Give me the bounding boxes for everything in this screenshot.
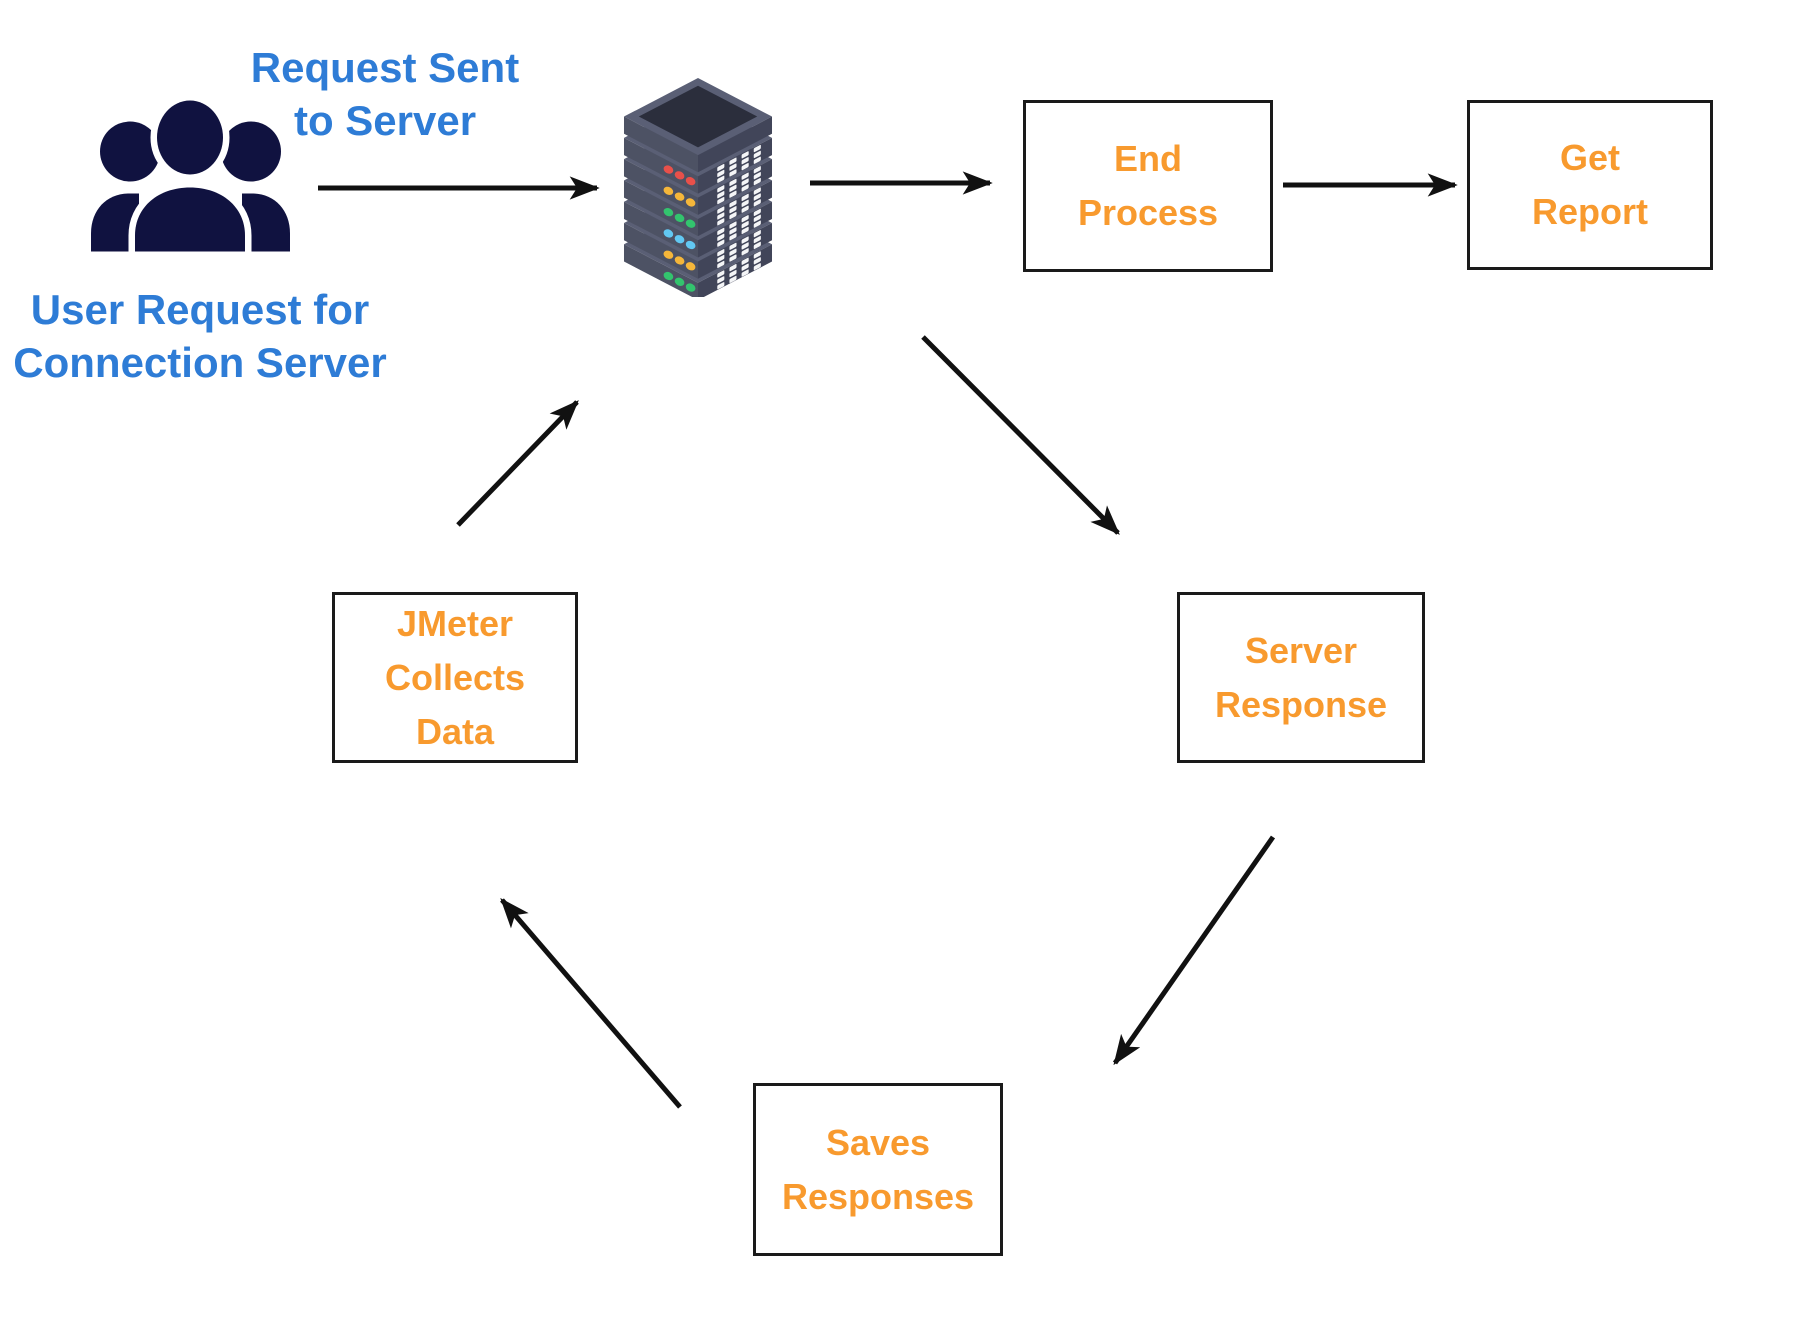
- user-request-line1: User Request for: [30, 286, 370, 333]
- request-sent-line2: to Server: [293, 96, 477, 144]
- node-end-process: End Process: [1023, 100, 1273, 272]
- arrow-jmeter-to-server: [456, 400, 579, 527]
- node-saves-line1: Saves: [825, 1121, 931, 1163]
- user-request-line2: Connection Server: [13, 338, 387, 386]
- node-server-response-line1: Server: [1244, 629, 1358, 671]
- node-saves-responses: Saves Responses: [753, 1083, 1003, 1256]
- node-jmeter-collects-data: JMeter Collects Data: [332, 592, 578, 763]
- node-server-response-line2: Response: [1214, 683, 1388, 725]
- node-saves-line2: Responses: [781, 1175, 975, 1217]
- node-get-report-line2: Report: [1532, 191, 1648, 232]
- users-group-icon: [83, 94, 298, 258]
- node-jmeter-line3: Data: [415, 710, 495, 752]
- server-rack-icon: [620, 76, 776, 301]
- request-sent-line1: Request Sent: [250, 44, 520, 91]
- node-jmeter-line1: JMeter: [396, 602, 514, 644]
- node-get-report: Get Report: [1467, 100, 1713, 270]
- arrow-saves-responses-to-jmeter: [500, 897, 682, 1109]
- node-end-process-line1: End: [1114, 138, 1182, 179]
- user-request-label: User Request for Connection Server: [0, 284, 400, 389]
- node-jmeter-line2: Collects: [384, 656, 526, 698]
- arrow-server-response-to-saves-responses: [1112, 835, 1276, 1066]
- node-server-response: Server Response: [1177, 592, 1425, 763]
- node-end-process-line2: Process: [1077, 192, 1219, 233]
- node-get-report-line1: Get: [1559, 137, 1620, 178]
- request-sent-label: Request Sent to Server: [215, 42, 555, 147]
- arrow-server-to-server-response: [921, 335, 1120, 535]
